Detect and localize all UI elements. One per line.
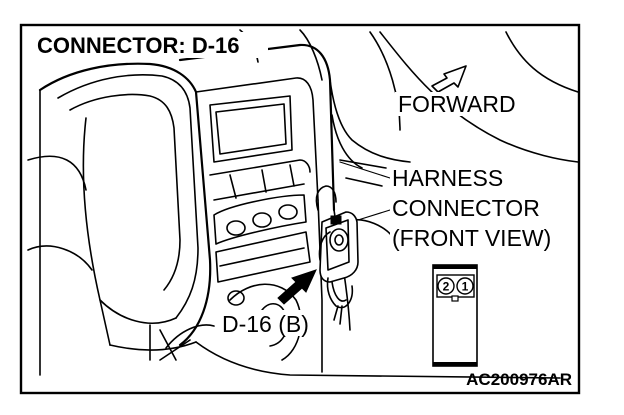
- pin-1-circle: [456, 277, 474, 295]
- pin-label-1: 1: [462, 280, 469, 294]
- dashboard-illustration: [27, 29, 579, 379]
- figure-code: AC200976AR: [466, 370, 572, 389]
- title-backdrop: [34, 32, 268, 58]
- harness-label-line1: HARNESS: [392, 165, 503, 191]
- forward-backdrop: [395, 92, 525, 116]
- pin-label-2: 2: [443, 280, 450, 294]
- connector-callout-label: D-16 (B): [222, 311, 309, 337]
- diagram-title: CONNECTOR: D-16: [37, 33, 240, 58]
- connector-front-view: 2 1: [432, 264, 478, 367]
- harness-backdrop: [390, 165, 570, 253]
- leader-lines: [339, 161, 391, 221]
- harness-label-line2: CONNECTOR: [392, 195, 540, 221]
- forward-label: FORWARD: [398, 91, 516, 117]
- callout-backdrop: [220, 310, 318, 336]
- harness-label-line3: (FRONT VIEW): [392, 225, 551, 251]
- pin-2-circle: [437, 277, 455, 295]
